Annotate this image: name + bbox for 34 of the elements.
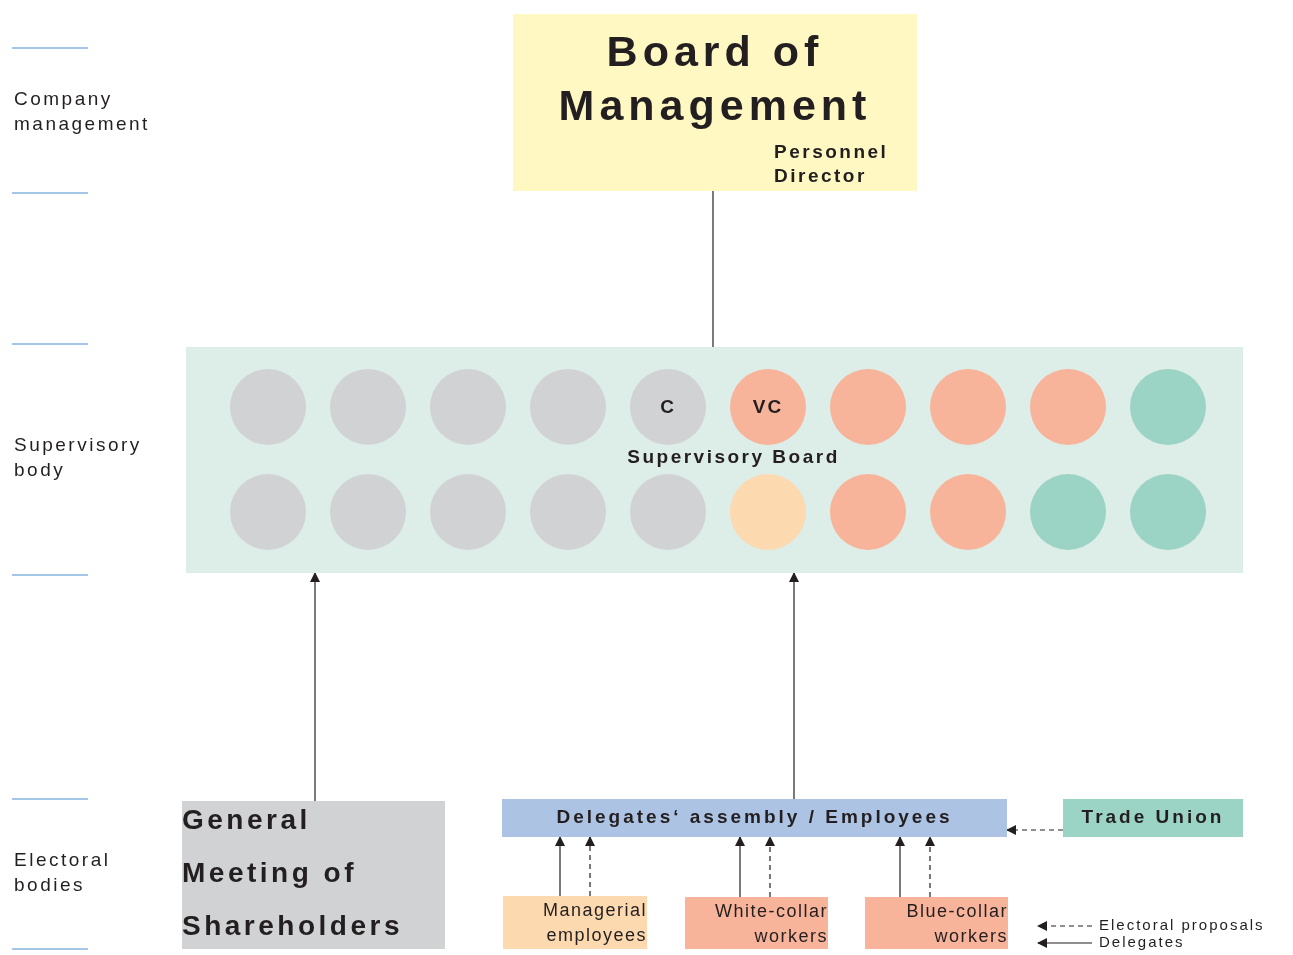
arrow [765, 836, 775, 898]
arrow [1006, 825, 1064, 835]
employee-group-box [865, 897, 1008, 949]
box-label: White-collar workers [713, 900, 828, 948]
group-bar [502, 799, 1007, 837]
seat-circle: C [630, 369, 706, 445]
employee-group-box [685, 897, 828, 949]
employee-group-box [503, 896, 647, 949]
bar-title: Trade Union [1080, 805, 1226, 829]
arrow [735, 836, 745, 898]
box-label: Blue-collar workers [905, 900, 1008, 948]
arrow [925, 836, 935, 898]
legend-label: Delegates [1099, 933, 1185, 950]
bar-title: Delegates‘ assembly / Employees [555, 805, 954, 829]
group-bar [1063, 799, 1243, 837]
connector-line [712, 190, 714, 348]
board-panel [186, 347, 1243, 573]
role-label: Personnel Director [774, 140, 890, 188]
assembly-box [182, 801, 445, 949]
arrow [310, 572, 320, 802]
management-box [513, 14, 917, 191]
arrow [555, 836, 565, 897]
arrow [895, 836, 905, 898]
arrow [585, 836, 595, 897]
seat-circle: VC [730, 369, 806, 445]
box-label: Managerial employees [541, 899, 647, 947]
arrow [789, 572, 799, 800]
legend-label: Electoral proposals [1099, 916, 1265, 933]
level-label: Electoral bodies [14, 848, 112, 897]
panel-title: Supervisory Board [626, 445, 841, 469]
level-label: Supervisory body [14, 433, 143, 482]
box-title: General Meeting of Shareholders [182, 803, 404, 943]
box-title: Board of Management [557, 26, 873, 131]
level-label: Company management [14, 87, 151, 136]
